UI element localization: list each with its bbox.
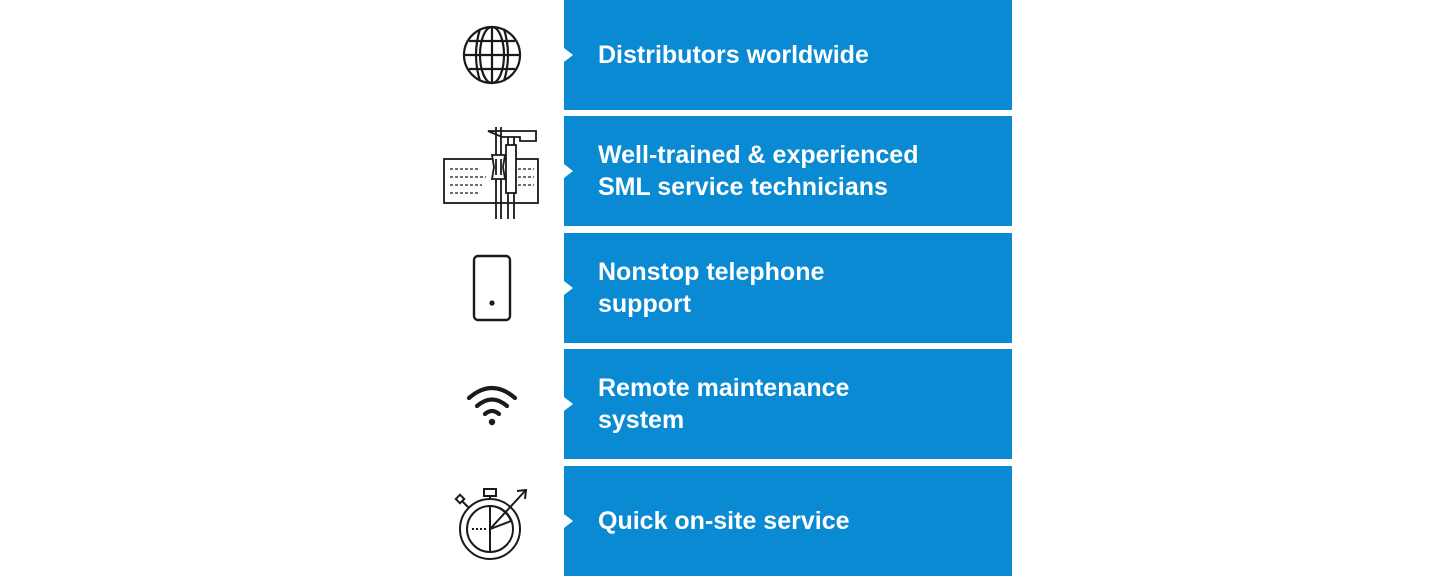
globe-icon	[420, 0, 564, 110]
feature-label: Distributors worldwide	[598, 39, 992, 71]
feature-panel: Distributors worldwide	[564, 0, 1012, 110]
feature-row-technicians: Well-trained & experienced SML service t…	[420, 116, 1012, 226]
smartphone-icon	[420, 233, 564, 343]
feature-panel: Nonstop telephone support	[564, 233, 1012, 343]
feature-label-line: SML service technicians	[598, 173, 888, 201]
feature-label-line: support	[598, 290, 692, 318]
arrow-notch	[564, 397, 573, 411]
arrow-notch	[564, 48, 573, 62]
arrow-notch	[564, 164, 573, 178]
feature-row-remote: Remote maintenance system	[420, 349, 1012, 459]
tools-keyboard-icon	[420, 116, 564, 226]
feature-label-line: Quick on-site service	[598, 507, 850, 535]
feature-label-line: Distributors worldwide	[598, 41, 869, 69]
feature-label: Remote maintenance system	[598, 372, 992, 436]
feature-label-line: system	[598, 406, 685, 434]
feature-label-line: Nonstop telephone	[598, 258, 825, 286]
feature-row-distributors: Distributors worldwide	[420, 0, 1012, 110]
feature-label-line: Remote maintenance	[598, 374, 850, 402]
feature-label: Nonstop telephone support	[598, 256, 992, 320]
feature-label: Quick on-site service	[598, 505, 992, 537]
feature-panel: Remote maintenance system	[564, 349, 1012, 459]
arrow-notch	[564, 514, 573, 528]
feature-label: Well-trained & experienced SML service t…	[598, 139, 992, 203]
feature-label-line: Well-trained & experienced	[598, 141, 919, 169]
stopwatch-icon	[420, 466, 564, 576]
feature-row-telephone: Nonstop telephone support	[420, 233, 1012, 343]
feature-panel: Well-trained & experienced SML service t…	[564, 116, 1012, 226]
wifi-icon	[420, 349, 564, 459]
feature-panel: Quick on-site service	[564, 466, 1012, 576]
arrow-notch	[564, 281, 573, 295]
feature-row-onsite: Quick on-site service	[420, 466, 1012, 576]
